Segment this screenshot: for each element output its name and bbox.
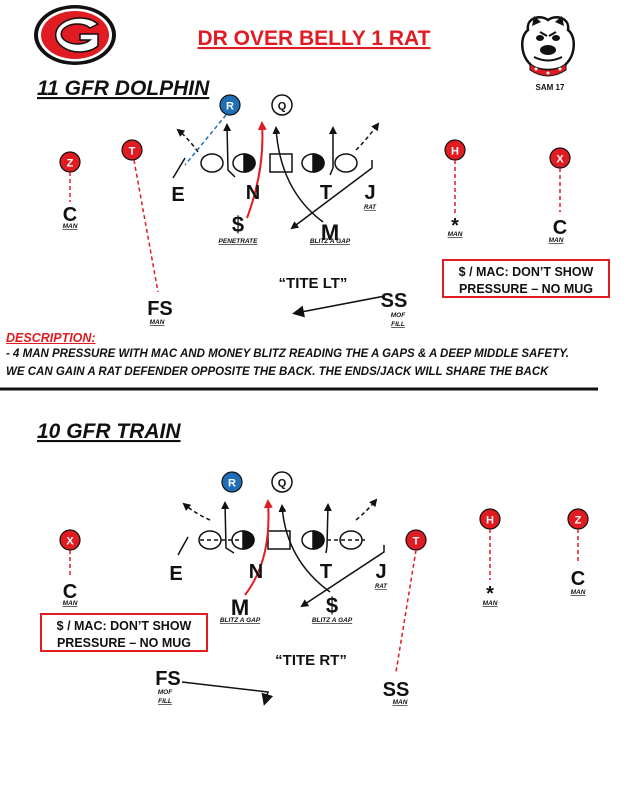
play-1-note-line2: PRESSURE – NO MUG [458, 282, 594, 296]
offense-z-marker: Z [567, 508, 589, 530]
svg-text:Z: Z [575, 515, 582, 527]
defense-m: M [321, 220, 339, 245]
svg-text:X: X [66, 536, 74, 548]
offense-t-marker: T [405, 529, 427, 551]
play-2-note-line1: $ / MAC: DON’T SHOW [56, 619, 192, 633]
svg-text:Z: Z [67, 158, 74, 170]
defense-j-tag: RAT [364, 205, 377, 211]
defense-c-left: C [63, 581, 77, 603]
sheet-tag: SAM 17 [536, 83, 565, 92]
defense-e: E [171, 184, 184, 206]
offense-t-marker: T [121, 139, 143, 161]
offense-q-marker: Q [271, 94, 293, 116]
svg-text:Q: Q [278, 478, 287, 490]
defense-star: * [451, 215, 459, 237]
description-title: DESCRIPTION: [6, 331, 96, 345]
defense-money-tag: PENETRATE [219, 238, 259, 245]
play-title: DR OVER BELLY 1 RAT [198, 27, 431, 50]
bulldog-mascot-icon [521, 16, 575, 77]
offense-q-marker: Q [271, 471, 293, 493]
defense-star-tag: MAN [483, 600, 498, 607]
svg-text:R: R [226, 101, 234, 113]
offense-x-marker: X [549, 147, 571, 169]
defense-t: T [320, 182, 332, 204]
svg-text:H: H [486, 515, 494, 527]
defense-ss: SS [381, 290, 408, 312]
description-line-2: WE CAN GAIN A RAT DEFENDER OPPOSITE THE … [6, 366, 549, 378]
svg-text:X: X [556, 154, 564, 166]
defense-ss-tag: MAN [393, 699, 408, 706]
defense-n: N [249, 561, 263, 583]
svg-text:T: T [129, 146, 136, 158]
play-1-formation: 11 GFR DOLPHIN [37, 77, 210, 100]
defense-ss-tag2: FILL [391, 321, 405, 328]
defense-c-right: C [553, 217, 567, 239]
defense-j-tag: RAT [375, 584, 388, 590]
play-2-call: “TITE RT” [275, 652, 347, 669]
play-2-diagram: 10 GFR TRAIN R Q X T H Z [37, 420, 589, 706]
play-2-note-line2: PRESSURE – NO MUG [56, 636, 192, 650]
defense-m: M [231, 595, 249, 620]
defense-money: $ [326, 593, 338, 618]
offense-r-marker: R [221, 471, 243, 493]
play-1-call: “TITE LT” [279, 275, 348, 292]
svg-text:T: T [413, 536, 420, 548]
defense-c-right-tag: MAN [549, 237, 564, 244]
offense-x-marker: X [59, 529, 81, 551]
offense-h-marker: H [479, 508, 501, 530]
description-line-1: - 4 MAN PRESSURE WITH MAC AND MONEY BLIT… [6, 348, 569, 360]
defense-ss: SS [383, 679, 410, 701]
play-2-formation: 10 GFR TRAIN [37, 420, 181, 443]
play-2-note-box: $ / MAC: DON’T SHOW PRESSURE – NO MUG [40, 613, 208, 652]
defense-fs: FS [155, 668, 181, 690]
defense-money-tag: BLITZ A GAP [312, 617, 353, 624]
play-1-note-line1: $ / MAC: DON’T SHOW [458, 265, 594, 279]
defense-c-left: C [63, 204, 77, 226]
play-1-note-box: $ / MAC: DON’T SHOW PRESSURE – NO MUG [442, 259, 610, 298]
offense-h-marker: H [444, 139, 466, 161]
defense-j: J [375, 561, 386, 583]
georgia-logo [34, 5, 116, 65]
defense-t: T [320, 561, 332, 583]
defense-star: * [486, 583, 494, 605]
defense-star-tag: MAN [448, 231, 463, 238]
defense-fs-tag1: MOF [158, 689, 173, 696]
defense-n: N [246, 182, 260, 204]
defense-fs-tag2: FILL [158, 698, 172, 705]
defense-fs-tag: MAN [150, 319, 165, 326]
svg-text:H: H [451, 146, 459, 158]
offense-r-marker: R [219, 94, 241, 116]
play-1-diagram: 11 GFR DOLPHIN R Q Z T H X [37, 77, 571, 328]
defense-fs: FS [147, 298, 173, 320]
defense-c-right: C [571, 568, 585, 590]
svg-text:Q: Q [278, 101, 287, 113]
defense-ss-tag1: MOF [391, 312, 406, 319]
offensive-line [200, 153, 358, 173]
offense-z-marker: Z [59, 151, 81, 173]
defense-j: J [364, 182, 375, 204]
defense-c-right-tag: MAN [571, 589, 586, 596]
svg-text:R: R [228, 478, 236, 490]
defense-m-tag: BLITZ A GAP [310, 238, 351, 245]
defense-c-left-tag: MAN [63, 223, 78, 230]
defense-m-tag: BLITZ A GAP [220, 617, 261, 624]
defense-c-left-tag: MAN [63, 600, 78, 607]
defense-e: E [169, 563, 182, 585]
defense-money: $ [232, 212, 244, 237]
